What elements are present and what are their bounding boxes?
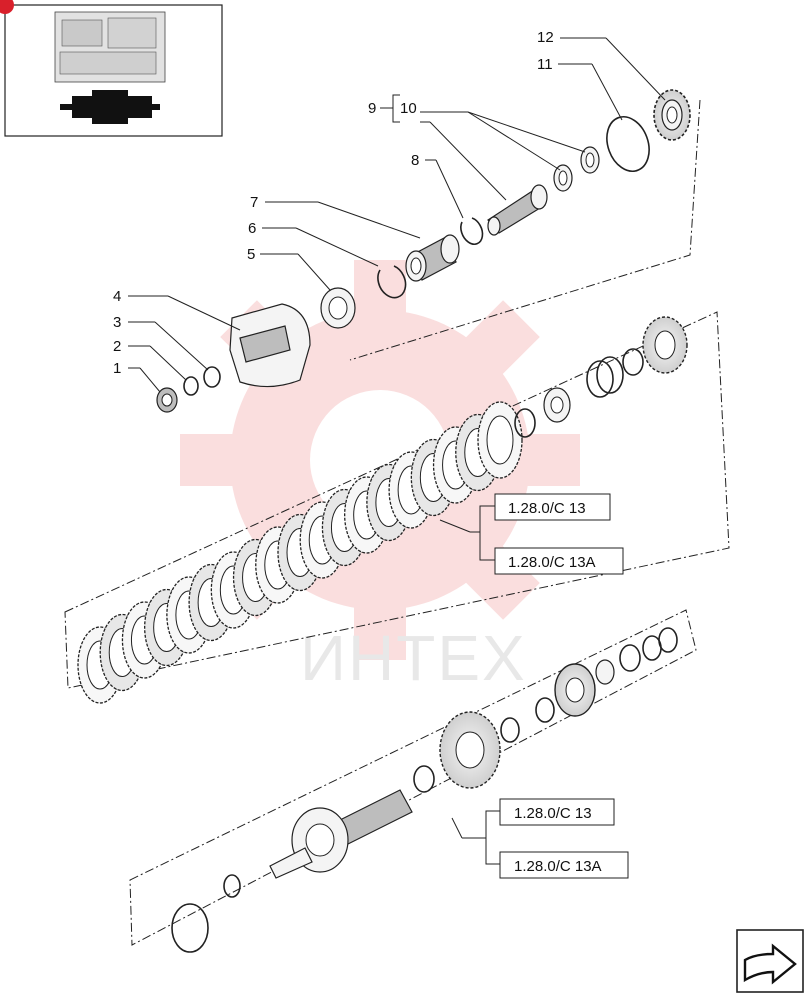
clutch-end-parts xyxy=(543,316,688,423)
shaft-reference-bracket xyxy=(451,810,500,865)
clutch-pack-assembly: 1.28.0/C 13 1.28.0/C 13A xyxy=(64,311,730,704)
callout-10: 10 xyxy=(400,100,417,117)
part-2-washer xyxy=(183,376,199,396)
part-1-nut xyxy=(156,387,178,413)
part-5-bearing xyxy=(320,287,356,329)
ref-link-c13-upper[interactable]: 1.28.0/C 13 xyxy=(508,500,586,517)
ref-link-c13a-upper[interactable]: 1.28.0/C 13A xyxy=(508,554,596,571)
top-dash-frame xyxy=(349,99,701,361)
thumbnail-overview xyxy=(0,0,223,137)
thumbnail-assembly-drawing xyxy=(54,11,166,124)
next-page-button[interactable] xyxy=(736,929,804,993)
ref-box-clutch-c13a[interactable]: 1.28.0/C 13A xyxy=(494,547,624,575)
shaft-end-rings xyxy=(595,627,678,685)
clutch-reference-bracket xyxy=(439,505,495,561)
callout-12: 12 xyxy=(537,29,554,46)
part-10-bearings xyxy=(553,146,600,192)
shaft-synchro-gear xyxy=(500,663,596,743)
callout-5: 5 xyxy=(247,246,255,263)
part-8-circlip xyxy=(460,217,484,245)
callout-8: 8 xyxy=(411,152,419,169)
callout-4: 4 xyxy=(113,288,121,305)
ref-box-clutch-c13[interactable]: 1.28.0/C 13 xyxy=(494,493,611,521)
callout-7: 7 xyxy=(250,194,258,211)
shaft-main-gear xyxy=(439,711,501,789)
shaft-small-ring xyxy=(223,874,241,898)
callout-1: 1 xyxy=(113,360,121,377)
shaft-circlip xyxy=(413,765,435,793)
callout-6: 6 xyxy=(248,220,256,237)
ref-box-shaft-c13[interactable]: 1.28.0/C 13 xyxy=(499,798,615,826)
corner-badge-icon xyxy=(0,0,14,14)
ref-box-shaft-c13a[interactable]: 1.28.0/C 13A xyxy=(499,851,629,879)
part-3-washer xyxy=(203,366,221,388)
leader-lines-top xyxy=(128,37,666,393)
ref-link-c13a-lower[interactable]: 1.28.0/C 13A xyxy=(514,858,602,875)
part-7-hub xyxy=(405,234,460,282)
callout-11: 11 xyxy=(537,56,553,73)
next-page-arrow-icon xyxy=(743,943,797,985)
shaft-dash-frame xyxy=(129,609,697,946)
top-assembly: 12 11 9 10 8 7 6 5 4 3 2 1 xyxy=(113,29,701,413)
callout-3: 3 xyxy=(113,314,121,331)
callout-9: 9 xyxy=(368,100,376,117)
watermark-text: ИНТЕХ xyxy=(300,622,527,694)
callout-2: 2 xyxy=(113,338,121,355)
part-12-gear xyxy=(653,89,691,141)
shaft-end-ring xyxy=(171,903,209,953)
part-6-circlip xyxy=(377,265,407,299)
main-shaft-assembly: 1.28.0/C 13 1.28.0/C 13A xyxy=(129,609,697,953)
clutch-disc-bore xyxy=(486,415,514,465)
part-9-shaft xyxy=(487,184,548,236)
clutch-snap-ring xyxy=(514,408,536,438)
shaft-splined-body xyxy=(269,789,413,879)
part-11-ring xyxy=(606,116,650,172)
clutch-discs xyxy=(77,401,536,704)
part-4-shift-block xyxy=(229,303,311,388)
ref-link-c13-lower[interactable]: 1.28.0/C 13 xyxy=(514,805,592,822)
